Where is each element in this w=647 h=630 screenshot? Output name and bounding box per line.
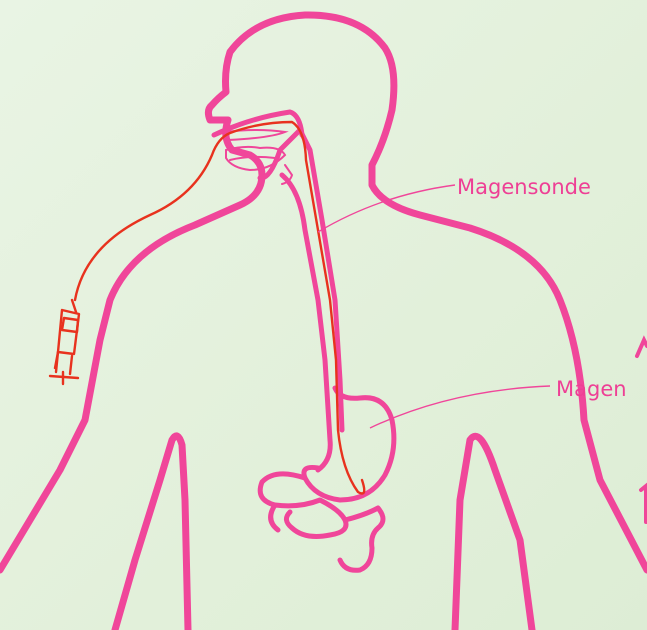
syringe-icon [50, 300, 79, 384]
esophagus-right-wall [260, 130, 342, 430]
stomach-label: Magen [556, 377, 627, 401]
stomach-outline [304, 388, 394, 500]
stomach-label-leader [370, 386, 550, 428]
left-arm-outline [115, 436, 188, 630]
right-arm-outline [455, 436, 532, 630]
cropped-mark-lower [641, 486, 646, 522]
body-outline [0, 15, 647, 570]
cropped-mark-upper [637, 340, 647, 356]
feeding-tube-label: Magensonde [457, 175, 591, 199]
tube-label-leader [318, 185, 455, 232]
